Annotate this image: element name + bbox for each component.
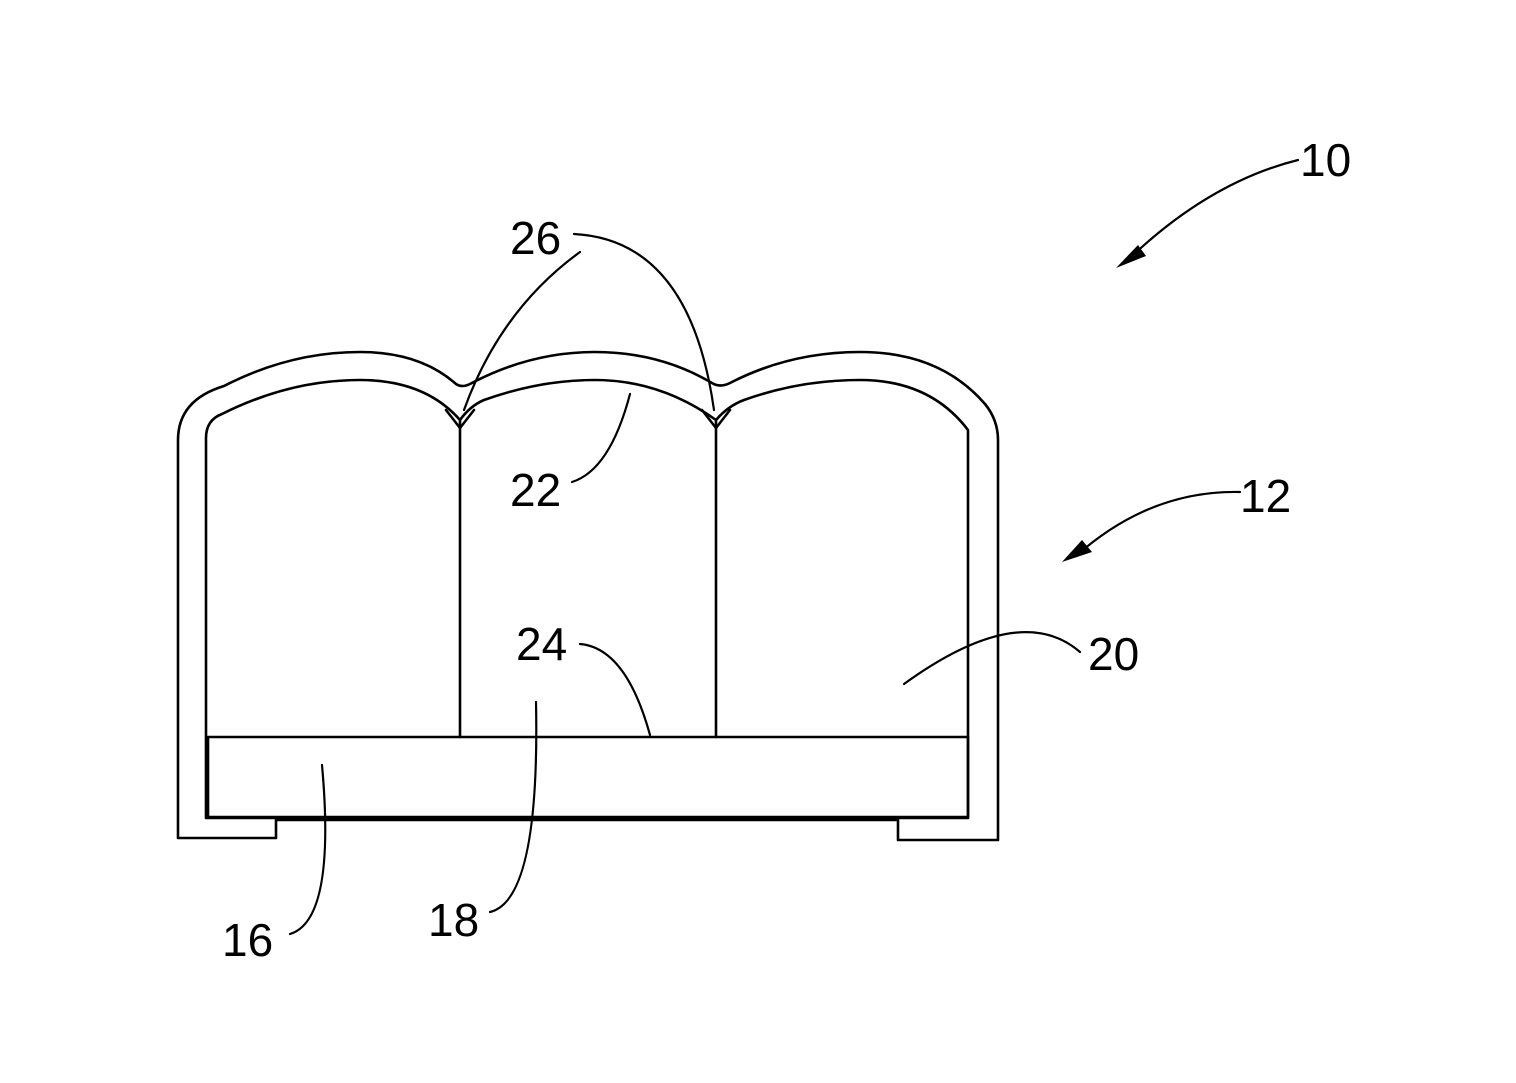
leader-16 [290, 765, 325, 934]
leader-12 [1076, 492, 1240, 556]
leader-20 [904, 632, 1080, 684]
outer-housing [178, 352, 998, 840]
label-dome-surface: 22 [510, 464, 561, 516]
leader-18 [490, 702, 536, 912]
leader-24 [580, 644, 650, 735]
arrowhead-12 [1062, 540, 1092, 562]
label-assembly: 10 [1300, 134, 1351, 186]
label-junctions: 26 [510, 212, 561, 264]
label-base-layer: 18 [428, 894, 479, 946]
label-cells: 20 [1088, 628, 1139, 680]
leader-10 [1130, 160, 1298, 258]
label-device: 12 [1240, 470, 1291, 522]
inner-cavity [206, 380, 968, 818]
label-substrate: 16 [222, 914, 273, 966]
leader-22 [572, 394, 630, 482]
leader-26-left [464, 252, 580, 410]
leader-26-right [574, 234, 714, 410]
label-center-cell: 24 [516, 618, 567, 670]
